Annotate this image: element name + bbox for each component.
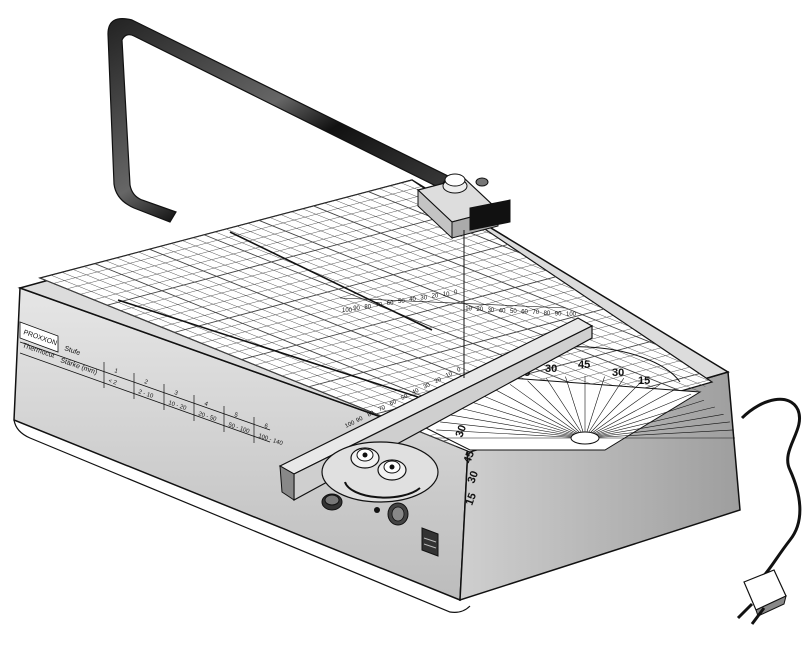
protractor-label: 30	[466, 469, 481, 485]
ruler-tick-label: 40	[409, 297, 416, 303]
protractor-ray	[584, 384, 661, 439]
fence-tick-label: 0	[456, 367, 462, 374]
ruler-tick-label: 90	[353, 306, 360, 312]
protractor-ray	[584, 429, 734, 439]
level-step: 3	[173, 390, 179, 397]
table-center-line-b	[229, 231, 433, 331]
ruler-tick-label: 50	[510, 309, 517, 315]
fence-tick-label: 50	[400, 393, 409, 402]
ruler-tick-label: 0	[454, 290, 458, 296]
protractor-ray	[584, 376, 605, 439]
angle-plate[interactable]	[321, 441, 439, 511]
level-step: 1	[113, 368, 119, 375]
power-switch[interactable]	[421, 527, 439, 557]
locking-knob[interactable]	[350, 447, 380, 469]
protractor-label: 30	[545, 363, 557, 375]
temperature-dial[interactable]	[387, 502, 409, 526]
fence-tick-label: 30	[423, 382, 432, 391]
fence-end[interactable]	[279, 465, 295, 501]
protractor-ray	[527, 380, 586, 439]
ruler-tick-label: 70	[376, 303, 383, 309]
wire-clamp-block[interactable]	[416, 173, 511, 240]
control-panel: PROXXON Thermocut Stufe Stärke (mm) 1< 2…	[19, 321, 284, 447]
fence-tick-label: 10	[445, 371, 454, 380]
housing-bottom-edge	[13, 419, 471, 613]
ruler-tick-label: 60	[387, 301, 394, 307]
protractor-ray	[545, 377, 586, 439]
protractor-ray	[509, 384, 586, 439]
protractor-label: 45	[578, 359, 590, 371]
protractor-rays	[435, 376, 735, 445]
protractor-ray	[584, 406, 715, 439]
ruler-tick-label: 60	[521, 310, 528, 316]
protractor-label: 15	[638, 375, 650, 387]
indicator-light	[374, 507, 380, 513]
power-cord	[736, 397, 802, 625]
level-step: 5	[233, 412, 239, 419]
ruler-tick-label: 100	[342, 308, 353, 314]
ruler-tick-label: 80	[364, 304, 371, 310]
ruler-tick-label: 10	[465, 307, 472, 313]
ruler-tick-label: 10	[443, 292, 450, 298]
protractor-ray	[446, 413, 586, 439]
protractor-ray	[584, 399, 705, 439]
protractor-ray	[584, 393, 692, 439]
fence-tick-label: 70	[378, 404, 387, 413]
ruler-tick-label: 80	[544, 311, 551, 317]
protractor-ray	[478, 393, 586, 439]
ruler-tick-label: 30	[420, 295, 427, 301]
ruler-tick-label: 40	[499, 308, 506, 314]
protractor-ray	[584, 380, 643, 439]
ruler-tick-label: 30	[488, 308, 495, 314]
level-step: 2	[143, 379, 149, 386]
arm-bow	[107, 18, 449, 223]
wire-arm	[107, 18, 511, 378]
protractor-ray	[493, 388, 586, 439]
level-step: 4	[203, 401, 209, 408]
level-range: 20 - 50	[197, 411, 217, 423]
fence-tick-label: 90	[355, 416, 364, 425]
protractor-ray	[465, 399, 586, 439]
power-plug	[736, 569, 787, 625]
protractor-label: 30	[454, 423, 469, 439]
locking-knob[interactable]	[377, 459, 407, 481]
protractor-ray	[440, 421, 586, 439]
protractor-ray	[584, 377, 625, 439]
fence-locking-knob[interactable]	[321, 493, 343, 511]
ruler-tick-label: 70	[532, 310, 539, 316]
protractor-ray	[565, 376, 586, 439]
fence-tick-label: 60	[389, 399, 398, 408]
fence-tick-label: 40	[411, 388, 420, 397]
ruler-tick-label: 20	[476, 307, 483, 313]
protractor-ray	[584, 421, 730, 439]
protractor-ray	[455, 406, 586, 439]
ruler-tick-label: 100	[566, 312, 577, 318]
level-range: 2 - 10	[137, 389, 154, 400]
protractor-hub	[570, 431, 600, 445]
fence-tick-label: 80	[367, 410, 376, 419]
protractor-label: 45	[462, 449, 477, 465]
angle-plate-slot	[344, 481, 421, 499]
protractor-label: 30	[612, 367, 624, 379]
stufe-label: Stufe	[63, 345, 81, 357]
brand-plate	[19, 321, 59, 353]
level-step: 6	[263, 423, 269, 430]
level-range: < 2	[107, 378, 118, 387]
ruler-tick-label: 20	[432, 294, 439, 300]
level-range: 10 - 20	[167, 400, 187, 412]
protractor-label: 15	[464, 491, 479, 507]
fence-tick-label: 20	[434, 376, 443, 385]
protractor-ray	[584, 388, 677, 439]
ruler-tick-label: 50	[398, 299, 405, 305]
protractor-ray	[436, 429, 586, 439]
ruler-tick-label: 90	[555, 311, 562, 317]
fence-tick-label: 100	[344, 420, 356, 430]
protractor-ray	[584, 413, 724, 439]
